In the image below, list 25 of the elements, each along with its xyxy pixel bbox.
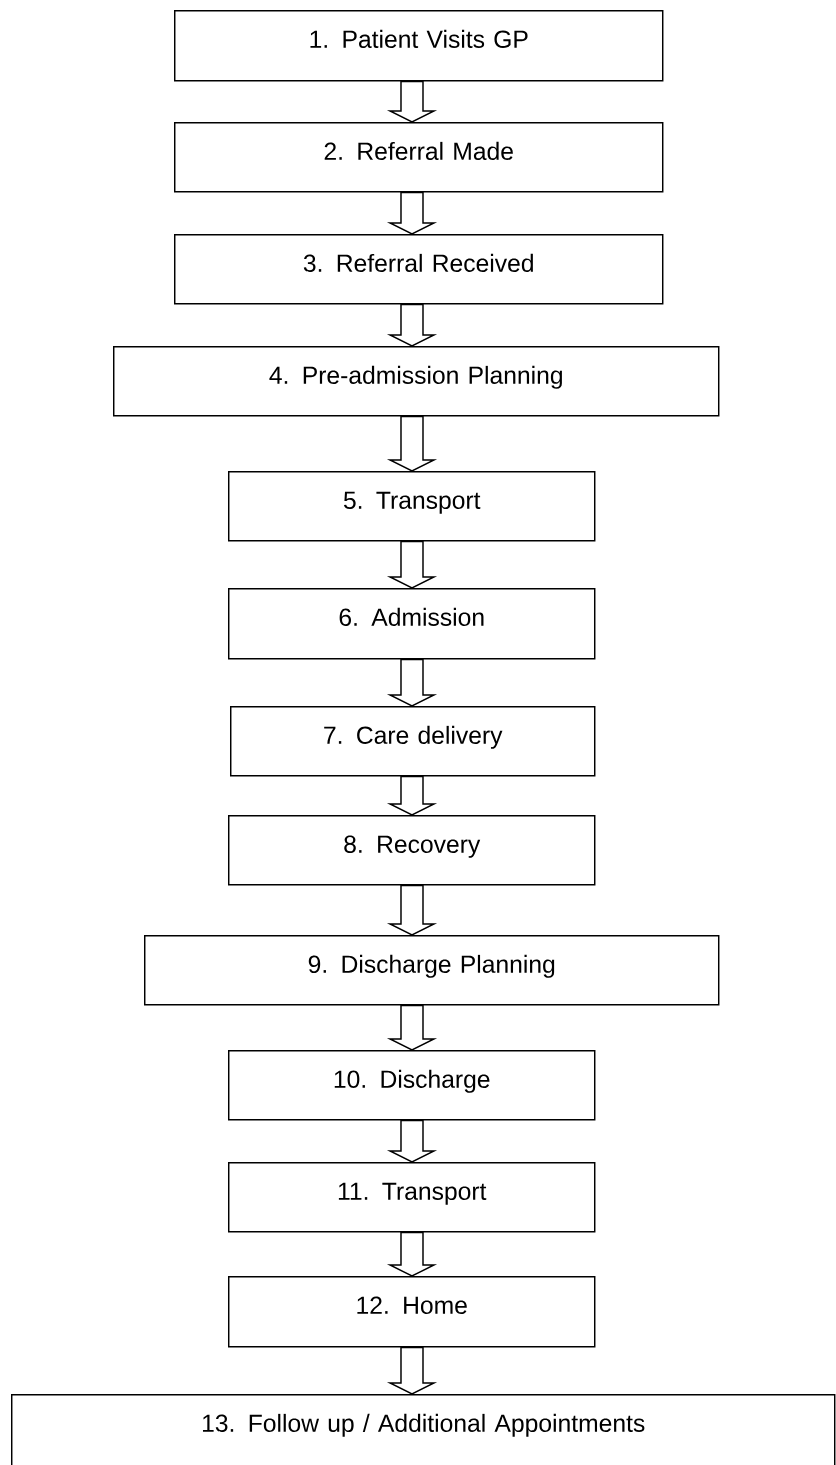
process-box: 9. Discharge Planning: [144, 935, 720, 1006]
arrow: [386, 884, 438, 936]
process-box: 8. Recovery: [228, 815, 596, 886]
arrow: [386, 191, 438, 235]
arrow: [386, 1004, 438, 1051]
process-box: 3. Referral Received: [174, 234, 664, 305]
arrow: [386, 303, 438, 347]
arrow: [386, 775, 438, 816]
process-box: 5. Transport: [228, 471, 596, 542]
process-box: 13. Follow up / Additional Appointments: [11, 1394, 836, 1465]
arrow: [386, 540, 438, 589]
process-box: 7. Care delivery: [230, 706, 596, 777]
arrow: [386, 1346, 438, 1395]
arrow: [386, 1119, 438, 1163]
arrow: [386, 415, 438, 472]
process-box: 2. Referral Made: [174, 122, 664, 193]
process-box: 11. Transport: [228, 1162, 596, 1233]
arrow: [386, 1231, 438, 1277]
process-box: 1. Patient Visits GP: [174, 10, 664, 82]
arrow: [386, 658, 438, 707]
process-box: 6. Admission: [228, 588, 596, 660]
arrow: [386, 80, 438, 123]
process-box: 10. Discharge: [228, 1050, 596, 1121]
process-box: 12. Home: [228, 1276, 596, 1348]
process-box: 4. Pre-admission Planning: [113, 346, 720, 417]
